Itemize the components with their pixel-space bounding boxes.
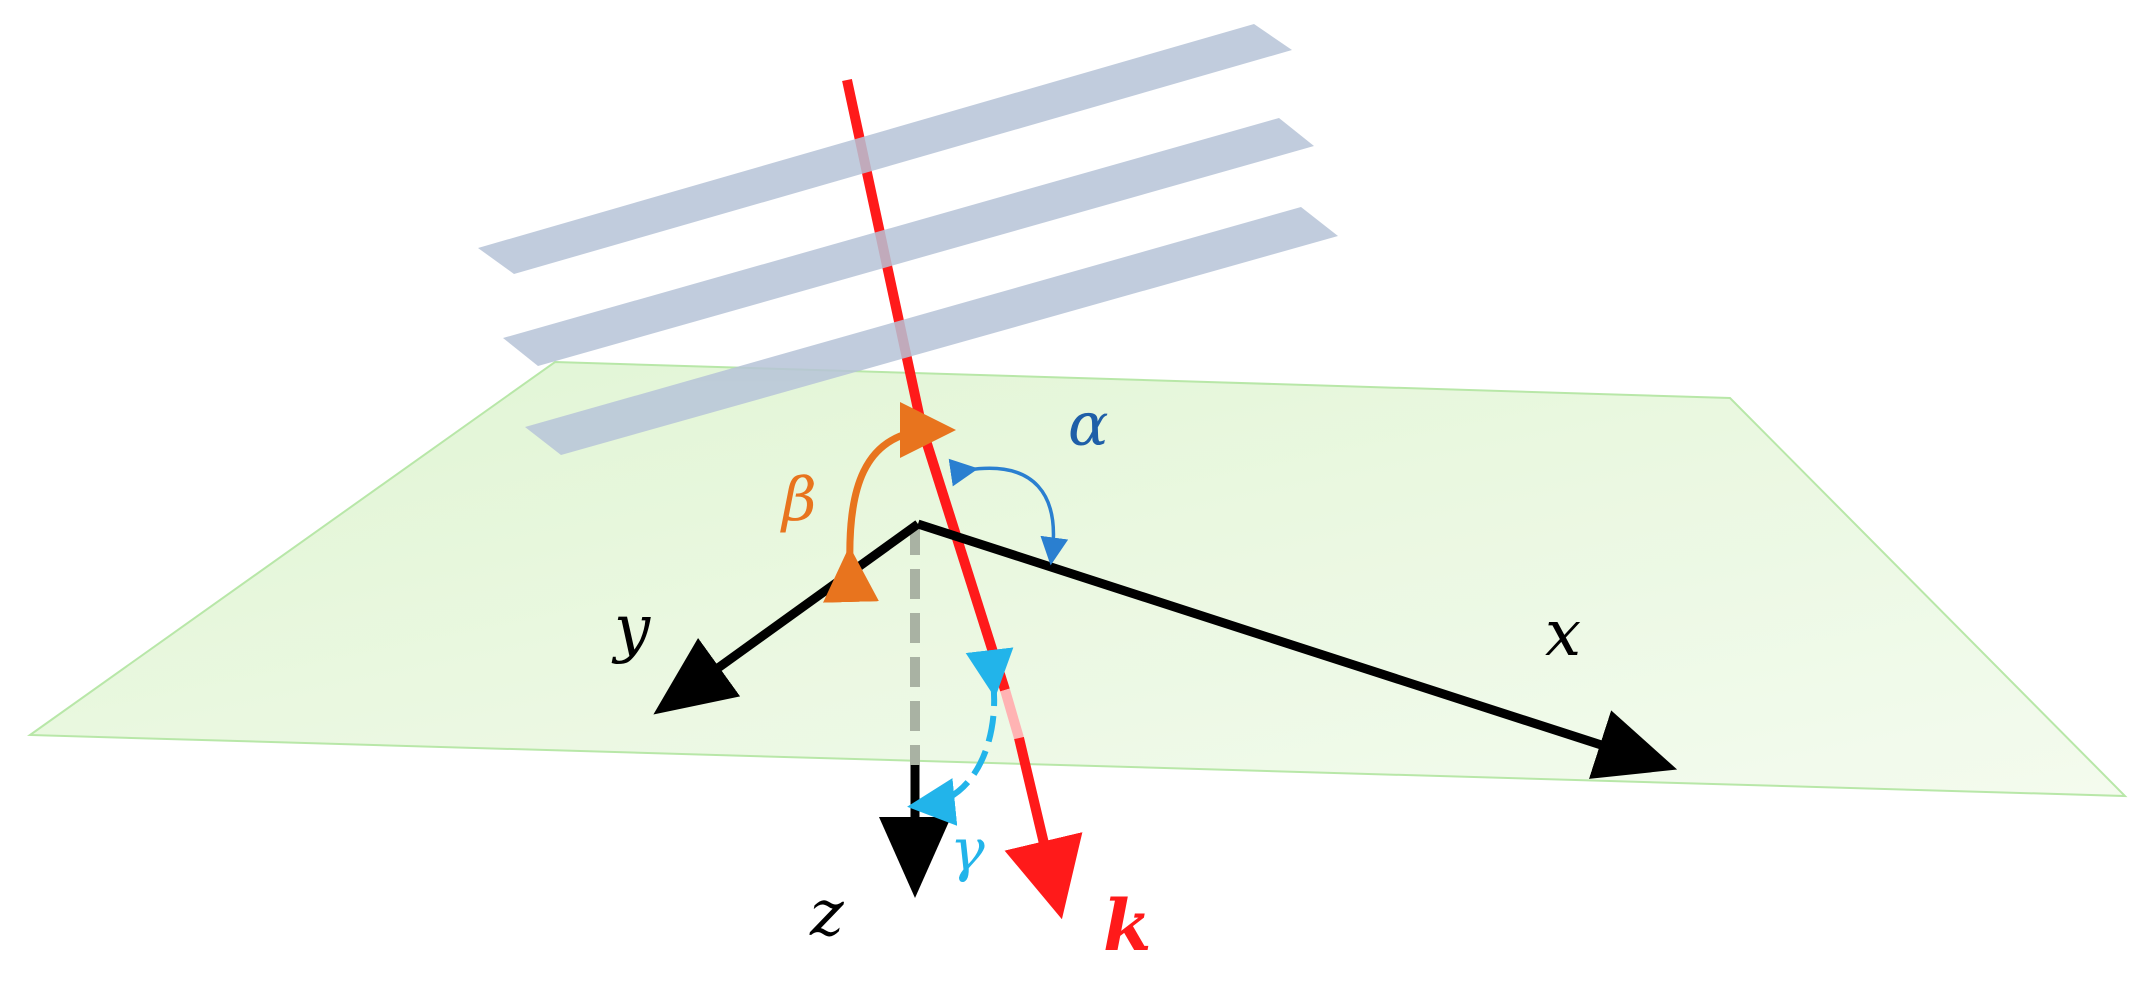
z-axis-label: z (809, 877, 845, 951)
gamma-angle-arc (907, 647, 1014, 826)
k-vector-label: k (1103, 884, 1152, 967)
gamma-label: γ (950, 816, 985, 884)
grating-strip-3 (525, 207, 1338, 455)
beta-angle-arc (822, 402, 956, 603)
grating-strip-2 (503, 118, 1314, 366)
alpha-angle-arc (948, 458, 1069, 566)
grating-strips (478, 24, 1338, 455)
y-axis-label: y (611, 592, 651, 666)
alpha-label: α (1068, 390, 1109, 460)
grating-strip-1 (478, 24, 1292, 274)
beam-lower (1004, 736, 1083, 920)
beta-label: β (780, 465, 817, 535)
x-axis-label: x (1545, 597, 1581, 671)
